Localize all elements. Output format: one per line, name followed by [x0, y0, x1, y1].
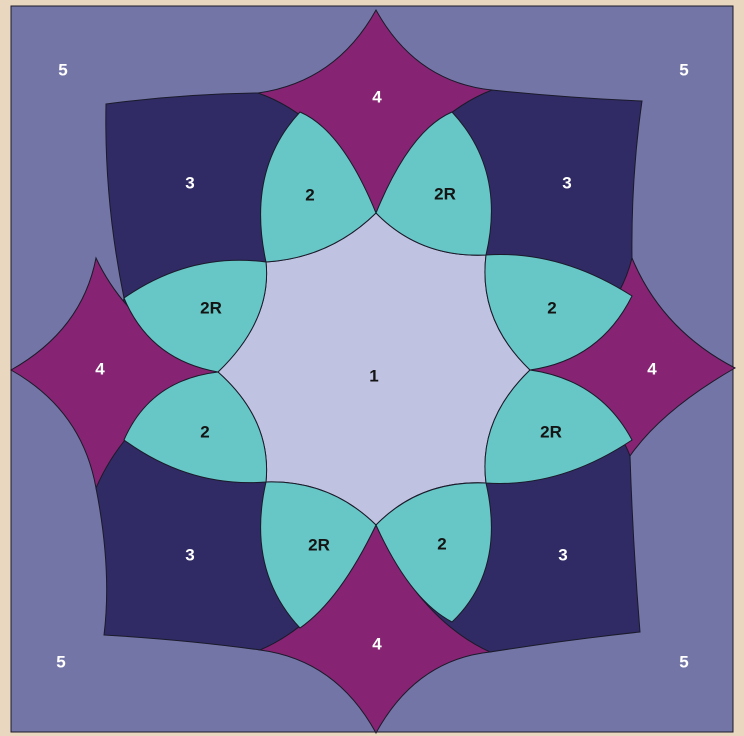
label-corner-top-right: 5 [679, 61, 688, 80]
label-ring-bottom-right: 3 [558, 546, 567, 565]
label-petal-left-top: 2R [200, 299, 222, 318]
label-petal-right-bottom: 2R [540, 423, 562, 442]
label-ring-top-left: 3 [185, 174, 194, 193]
label-diamond-bottom: 4 [372, 635, 382, 654]
label-diamond-top: 4 [372, 88, 382, 107]
label-petal-bottom-left: 2R [308, 536, 330, 555]
label-diamond-right: 4 [647, 360, 657, 379]
label-petal-right-top: 2 [547, 299, 556, 318]
label-petal-top-right: 2R [434, 185, 456, 204]
label-petal-bottom-right: 2 [437, 535, 446, 554]
label-ring-top-right: 3 [562, 174, 571, 193]
label-corner-top-left: 5 [58, 61, 67, 80]
label-corner-bottom-left: 5 [56, 653, 65, 672]
label-petal-left-bottom: 2 [200, 423, 209, 442]
label-center: 1 [369, 367, 378, 386]
label-ring-bottom-left: 3 [185, 546, 194, 565]
label-petal-top-left: 2 [305, 186, 314, 205]
label-corner-bottom-right: 5 [679, 653, 688, 672]
label-diamond-left: 4 [95, 360, 105, 379]
